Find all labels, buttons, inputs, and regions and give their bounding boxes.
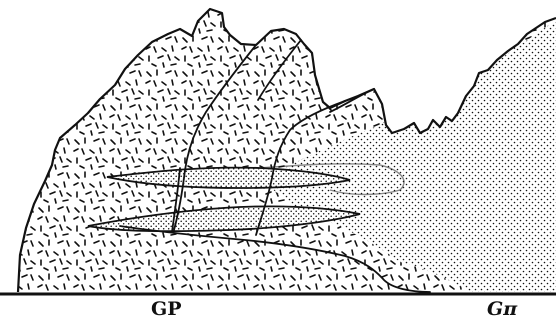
label-gp: GP: [151, 300, 182, 319]
mountain-body: [0, 0, 556, 300]
label-g-pi: Gπ: [487, 300, 517, 319]
